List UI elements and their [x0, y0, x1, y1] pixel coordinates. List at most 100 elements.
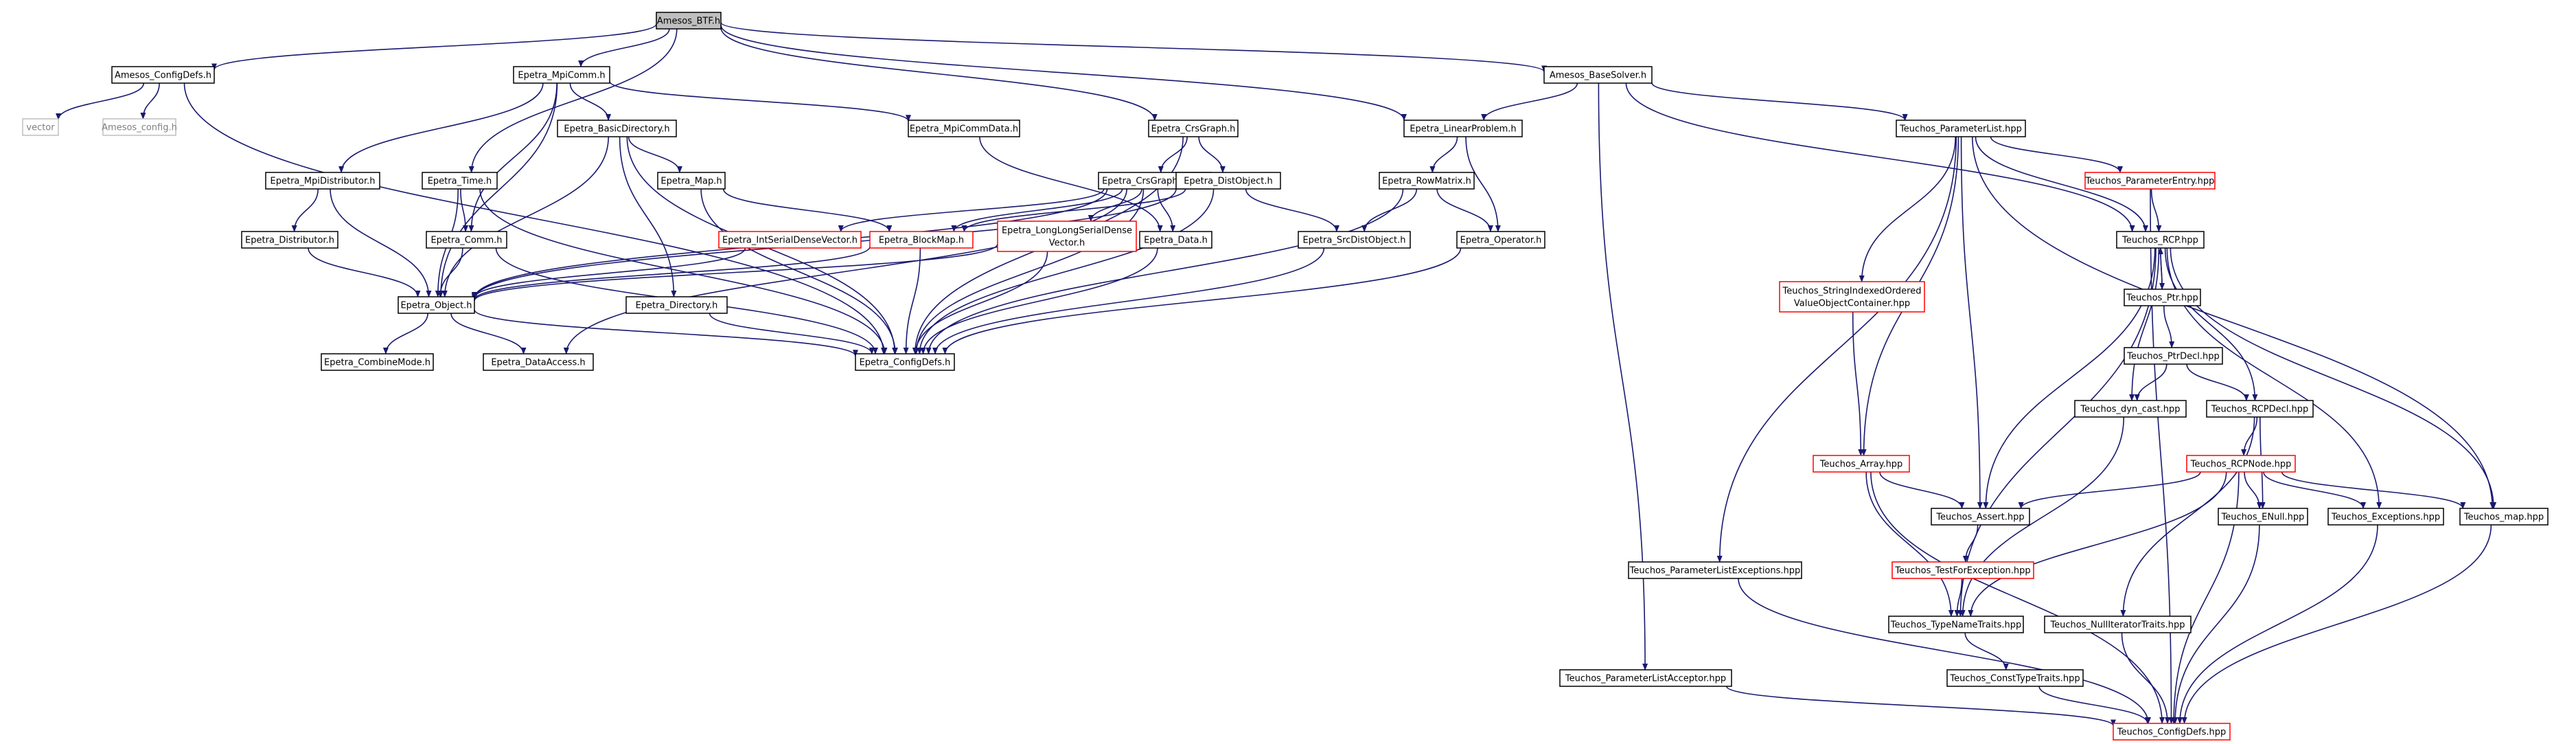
edge-teuchos_parameterlist-to-teuchos_map [1972, 136, 2496, 509]
node-label: Teuchos_dyn_cast.hpp [2080, 405, 2180, 415]
edge-epetra_directory-to-epetra_configdefs [709, 313, 875, 354]
edge-teuchos_dyn_cast-to-teuchos_typenametraits [1959, 416, 2125, 617]
node-teuchos_nulliteratortraits[interactable]: Teuchos_NullIteratorTraits.hpp [2044, 616, 2192, 633]
node-epetra_srcdistobject[interactable]: Epetra_SrcDistObject.h [1298, 231, 1411, 249]
node-box [265, 172, 380, 190]
node-box [1175, 172, 1281, 190]
node-epetra_combinemode[interactable]: Epetra_CombineMode.h [321, 353, 434, 371]
node-epetra_intserialdensevector[interactable]: Epetra_IntSerialDenseVector.h [718, 231, 862, 249]
node-epetra_linearproblem[interactable]: Epetra_LinearProblem.h [1403, 120, 1523, 137]
node-epetra_distobject[interactable]: Epetra_DistObject.h [1175, 172, 1281, 190]
edge-teuchos_parameterlistexceptions-to-teuchos_configdefs [1738, 578, 2151, 724]
node-teuchos_enull[interactable]: Teuchos_ENull.hpp [2218, 508, 2308, 526]
node-teuchos_map[interactable]: Teuchos_map.hpp [2459, 508, 2549, 526]
node-label: Epetra_BasicDirectory.h [564, 124, 669, 135]
node-label: Epetra_MpiCommData.h [910, 124, 1018, 135]
node-box [1139, 231, 1212, 249]
node-label: Epetra_BlockMap.h [879, 236, 964, 246]
node-teuchos_rcp[interactable]: Teuchos_RCP.hpp [2116, 231, 2205, 249]
node-box [513, 66, 610, 84]
node-teuchos_parameterlistexceptions[interactable]: Teuchos_ParameterListExceptions.hpp [1628, 561, 1802, 579]
edge-amesos_btf-to-amesos_configdefs [211, 23, 657, 71]
node-label: Epetra_MpiComm.h [518, 71, 605, 81]
edge-amesos_configdefs-to-epetra_configdefs [183, 82, 886, 354]
node-label: Teuchos_ConfigDefs.hpp [2117, 728, 2227, 738]
node-teuchos_dyn_cast[interactable]: Teuchos_dyn_cast.hpp [2074, 400, 2187, 418]
node-label: Epetra_Data.h [1144, 236, 1208, 246]
node-epetra_mpicomm[interactable]: Epetra_MpiComm.h [513, 66, 610, 84]
node-amesos_configdefs[interactable]: Amesos_ConfigDefs.h [111, 66, 215, 84]
node-box [1628, 561, 1802, 579]
edge-teuchos_array-to-teuchos_configdefs [1870, 471, 2165, 724]
node-epetra_mpicommdata[interactable]: Epetra_MpiCommData.h [908, 120, 1020, 137]
node-teuchos_rcpdecl[interactable]: Teuchos_RCPDecl.hpp [2206, 400, 2314, 418]
node-teuchos_consttypetraits[interactable]: Teuchos_ConstTypeTraits.hpp [1946, 669, 2084, 687]
node-label: Epetra_LinearProblem.h [1410, 124, 1516, 135]
node-epetra_dataaccess[interactable]: Epetra_DataAccess.h [483, 353, 594, 371]
node-epetra_crsgraph[interactable]: Epetra_CrsGraph.h [1148, 120, 1239, 137]
node-teuchos_typenametraits[interactable]: Teuchos_TypeNameTraits.hpp [1888, 616, 2024, 633]
edge-teuchos_rcpnode-to-teuchos_typenametraits [1968, 471, 2227, 617]
edge-epetra_longlongserialdensevector-to-epetra_object [472, 243, 998, 302]
edge-teuchos_array-to-teuchos_typenametraits [1865, 471, 1954, 617]
node-label: Teuchos_Array.hpp [1819, 460, 1903, 470]
node-box [997, 221, 1137, 252]
edge-epetra_data-to-epetra_configdefs [920, 247, 1158, 354]
node-label: Teuchos_RCPDecl.hpp [2211, 405, 2309, 415]
node-label: Epetra_Time.h [428, 177, 492, 187]
node-epetra_time[interactable]: Epetra_Time.h [422, 172, 498, 190]
node-box [2044, 616, 2192, 633]
node-label: ValueObjectContainer.hpp [1794, 299, 1910, 309]
node-epetra_data[interactable]: Epetra_Data.h [1139, 231, 1212, 249]
node-teuchos_testforexception[interactable]: Teuchos_TestForException.hpp [1891, 561, 2034, 579]
node-box [398, 296, 475, 314]
node-teuchos_parameterentry[interactable]: Teuchos_ParameterEntry.hpp [2084, 172, 2216, 190]
node-label: Epetra_CrsGraph.h [1151, 124, 1236, 135]
node-label: Epetra_DataAccess.h [491, 358, 585, 368]
node-epetra_directory[interactable]: Epetra_Directory.h [625, 296, 728, 314]
node-epetra_blockmap[interactable]: Epetra_BlockMap.h [869, 231, 974, 249]
node-epetra_configdefs[interactable]: Epetra_ConfigDefs.h [855, 353, 955, 371]
node-label: Teuchos_ENull.hpp [2221, 512, 2305, 523]
node-teuchos_stringindexed[interactable]: Teuchos_StringIndexedOrderedValueObjectC… [1779, 281, 1925, 313]
node-epetra_map[interactable]: Epetra_Map.h [657, 172, 726, 190]
node-amesos_basesolver[interactable]: Amesos_BaseSolver.h [1543, 66, 1653, 84]
edge-teuchos_exceptions-to-teuchos_configdefs [2177, 524, 2378, 724]
node-teuchos_parameterlist[interactable]: Teuchos_ParameterList.hpp [1896, 120, 2026, 137]
edge-epetra_crsgraph-to-epetra_distobject [1198, 136, 1226, 173]
edge-epetra_linearproblem-to-epetra_operator [1465, 136, 1501, 232]
node-epetra_object[interactable]: Epetra_Object.h [398, 296, 475, 314]
node-epetra_distributor[interactable]: Epetra_Distributor.h [241, 231, 338, 249]
node-teuchos_ptr[interactable]: Teuchos_Ptr.hpp [2124, 289, 2201, 306]
node-box [1543, 66, 1653, 84]
node-teuchos_array[interactable]: Teuchos_Array.hpp [1813, 455, 1910, 473]
node-epetra_operator[interactable]: Epetra_Operator.h [1456, 231, 1545, 249]
node-teuchos_ptrdecl[interactable]: Teuchos_PtrDecl.hpp [2124, 347, 2223, 365]
node-epetra_rowmatrix[interactable]: Epetra_RowMatrix.h [1379, 172, 1475, 190]
node-label: Teuchos_Ptr.hpp [2126, 293, 2198, 304]
node-teuchos_parameterlistacceptor[interactable]: Teuchos_ParameterListAcceptor.hpp [1559, 669, 1732, 687]
node-teuchos_exceptions[interactable]: Teuchos_Exceptions.hpp [2327, 508, 2444, 526]
edge-epetra_distobject-to-epetra_blockmap [961, 188, 1186, 232]
node-teuchos_configdefs[interactable]: Teuchos_ConfigDefs.hpp [2113, 723, 2231, 741]
edge-epetra_object-to-epetra_combinemode [382, 313, 428, 354]
node-label: Epetra_DistObject.h [1184, 177, 1273, 187]
edge-epetra_longlongserialdensevector-to-epetra_configdefs [912, 251, 1048, 354]
edge-amesos_basesolver-to-teuchos_rcp [1625, 82, 2135, 232]
node-epetra_mpidistributor[interactable]: Epetra_MpiDistributor.h [265, 172, 380, 190]
node-epetra_comm[interactable]: Epetra_Comm.h [426, 231, 507, 249]
node-teuchos_rcpnode[interactable]: Teuchos_RCPNode.hpp [2186, 455, 2296, 473]
node-box [241, 231, 338, 249]
node-epetra_basicdirectory[interactable]: Epetra_BasicDirectory.h [557, 120, 677, 137]
edge-epetra_distributor-to-epetra_object [308, 247, 421, 297]
node-box [2459, 508, 2549, 526]
node-label: Epetra_Directory.h [636, 301, 718, 311]
edge-amesos_basesolver-to-teuchos_parameterlistacceptor [1598, 82, 1648, 670]
node-label: Teuchos_TypeNameTraits.hpp [1890, 620, 2022, 631]
node-label: Teuchos_PtrDecl.hpp [2126, 352, 2220, 362]
edge-teuchos_rcpdecl-to-teuchos_nulliteratortraits [2120, 416, 2255, 617]
edge-epetra_crsgraphdata-to-epetra_dataaccess [563, 188, 1127, 354]
node-teuchos_assert[interactable]: Teuchos_Assert.hpp [1931, 508, 2030, 526]
